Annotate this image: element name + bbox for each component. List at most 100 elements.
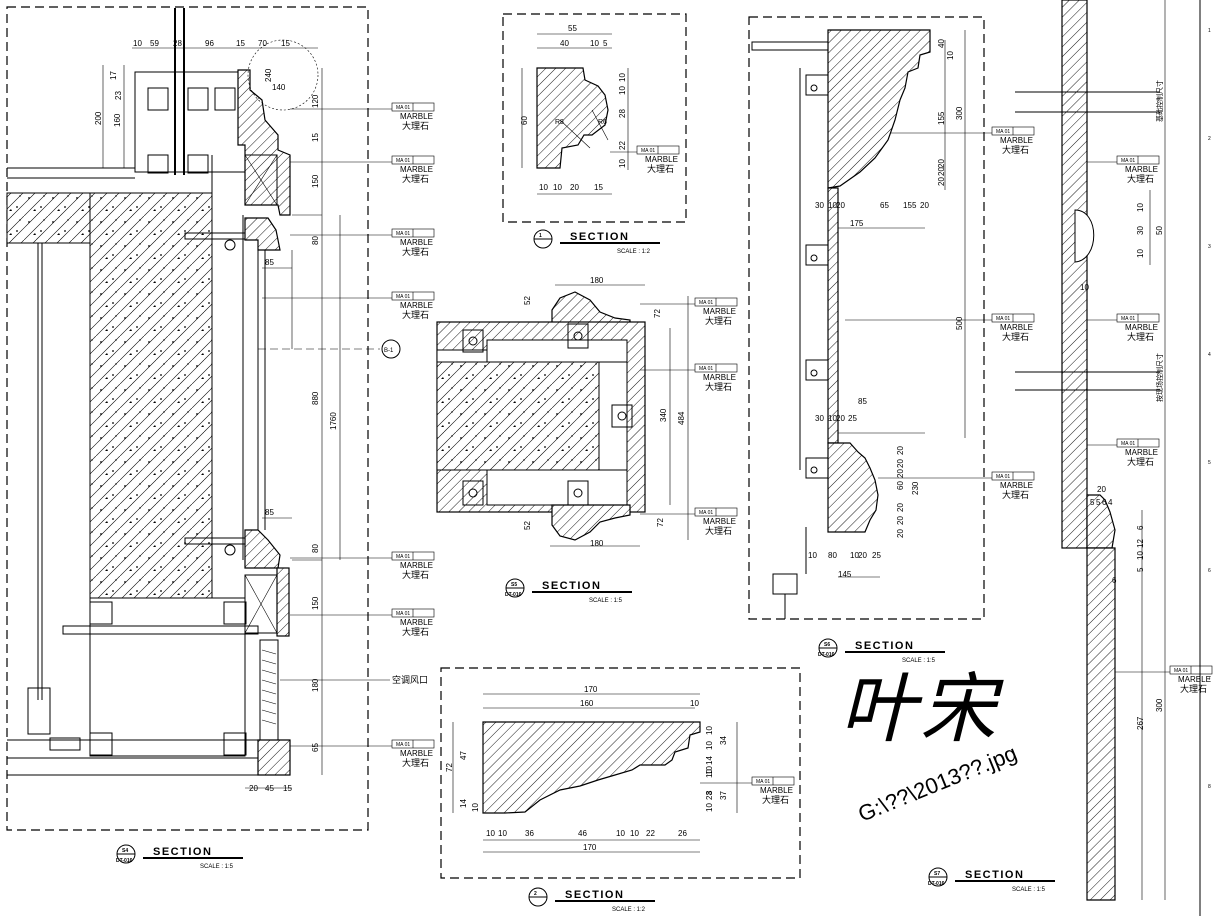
section-scale: SCALE : 1:2 (617, 249, 651, 255)
dim-d2_bottom: 10 (630, 829, 639, 838)
dim-s6_right: 20 (896, 469, 905, 478)
marble-tag-code: MA 01 (756, 779, 770, 785)
dim-d1_top: 10 (590, 39, 599, 48)
marble-tag-line1: MARBLE (703, 307, 736, 316)
marble-tag-line2: 大理石 (402, 757, 429, 768)
dim-s6_bottom: 10 (850, 551, 859, 560)
marble-tag-code: MA 01 (396, 742, 410, 748)
marble-tag-line2: 大理石 (705, 381, 732, 392)
dim-s6_right: 20 (896, 529, 905, 538)
dim-d1_right: 10 (618, 86, 627, 95)
dim-s5_right: 340 (659, 408, 668, 422)
dim-d2_right: 10 (705, 769, 714, 778)
dim-s4_top: 59 (150, 39, 159, 48)
section-title-block: 1 SECTION SCALE : 1:2 (533, 229, 660, 255)
edge-number: 2 (1208, 136, 1211, 142)
edge-number: 4 (1208, 352, 1211, 358)
dim-s6_mid: 20 (836, 414, 845, 423)
section-ref-top: 2 (534, 891, 537, 897)
detail-1 (502, 13, 687, 223)
section-scale: SCALE : 1:2 (612, 907, 646, 913)
dim-d2_bottom: 10 (616, 829, 625, 838)
section-s6 (748, 16, 985, 620)
section-ref-top: 1 (539, 233, 542, 239)
dim-d2_top: 10 (690, 699, 699, 708)
dim-s7: 10 (1136, 551, 1145, 560)
edge-number: 6 (1208, 568, 1211, 574)
marble-tag-code: MA 01 (396, 294, 410, 300)
marble-tag-code: MA 01 (396, 611, 410, 617)
marble-tag-line2: 大理石 (402, 246, 429, 257)
dim-s4_circle: 240 (264, 68, 273, 82)
dim-d2_bottom: 10 (486, 829, 495, 838)
dim-s4_top: 15 (236, 39, 245, 48)
dim-s6_mid: 85 (858, 397, 867, 406)
marble-tag-line1: MARBLE (1125, 165, 1158, 174)
dim-s7: 300 (1155, 698, 1164, 712)
dim-d1_bottom: 10 (553, 183, 562, 192)
marble-tag-line1: MARBLE (1000, 323, 1033, 332)
section-title: SECTION (542, 580, 601, 592)
dim-s4_bottom: 45 (265, 784, 274, 793)
dim-d2_bottom: 170 (583, 843, 597, 852)
marble-tag-line1: MARBLE (760, 786, 793, 795)
upper-cornice (827, 29, 931, 189)
dim-s6_mid: 65 (880, 201, 889, 210)
detail-2 (440, 667, 801, 879)
dim-d2_left: 47 (459, 751, 468, 760)
dim-s4_right: 1760 (329, 412, 338, 430)
marble-tag-line2: 大理石 (1127, 173, 1154, 184)
dim-s6_top: 20 (937, 167, 946, 176)
dim-d2_left: 14 (459, 799, 468, 808)
dim-s7: 267 (1136, 716, 1145, 730)
marble-tag-line1: MARBLE (645, 155, 678, 164)
marble-tag-line1: MARBLE (400, 301, 433, 310)
marble-tag-code: MA 01 (1121, 441, 1135, 447)
section-s4 (6, 6, 380, 831)
marble-tag-line2: 大理石 (1127, 331, 1154, 342)
dim-s4_top: 15 (281, 39, 290, 48)
marble-tag-line1: MARBLE (400, 618, 433, 627)
dim-s6_right: 230 (911, 481, 920, 495)
dim-d1_inner: R8 (555, 119, 564, 126)
section-ref-bottom: DT-016 (505, 592, 522, 598)
dim-d2_bottom: 26 (678, 829, 687, 838)
dim-s5_bottom: 52 (523, 521, 532, 530)
marble-tag-line1: MARBLE (400, 112, 433, 121)
vent-label: 空调风口 (392, 674, 428, 685)
dim-s6_right: 20 (896, 459, 905, 468)
wall-core (89, 192, 213, 599)
dim-d2_top: 170 (584, 685, 598, 694)
marble-tag-line2: 大理石 (1002, 331, 1029, 342)
marble-tag-line2: 大理石 (762, 794, 789, 805)
section-title: SECTION (570, 231, 629, 243)
marble-tag-line1: MARBLE (703, 373, 736, 382)
dim-s4_top: 70 (258, 39, 267, 48)
marble-tag-line1: MARBLE (400, 749, 433, 758)
lower-cornice (827, 442, 879, 533)
edge-number: 3 (1208, 244, 1211, 250)
dim-s6_top: 10 (946, 51, 955, 60)
section-ref-bottom: DT-016 (928, 881, 945, 887)
marble-tag-line1: MARBLE (400, 165, 433, 174)
callout-b1-text: B-1 (384, 348, 394, 354)
dim-s6_mid: 175 (850, 219, 864, 228)
marble-tag-line1: MARBLE (400, 561, 433, 570)
dim-d1_top: 55 (568, 24, 577, 33)
dim-s6_mid: 20 (836, 201, 845, 210)
dim-s4_left: 160 (113, 113, 122, 127)
dim-s5_top: 180 (590, 276, 604, 285)
